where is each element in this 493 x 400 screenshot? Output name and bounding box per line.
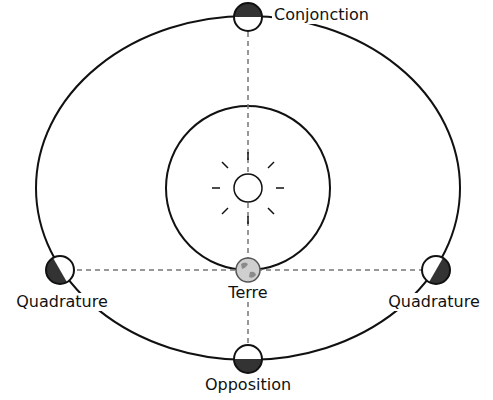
earth-symbol <box>236 258 260 282</box>
sun-symbol <box>212 152 284 224</box>
earth-label: Terre <box>226 284 269 302</box>
planet-quadrature <box>422 256 456 290</box>
planet-conjunction <box>233 2 263 31</box>
opposition-label: Opposition <box>203 376 293 394</box>
earth-orbit <box>166 106 330 270</box>
planet-opposition <box>233 345 263 374</box>
quadrature-label: Quadrature <box>386 293 482 311</box>
planet-quadrature <box>40 256 74 290</box>
conjunction-label: Conjonction <box>272 6 371 24</box>
quadrature-label: Quadrature <box>14 293 110 311</box>
